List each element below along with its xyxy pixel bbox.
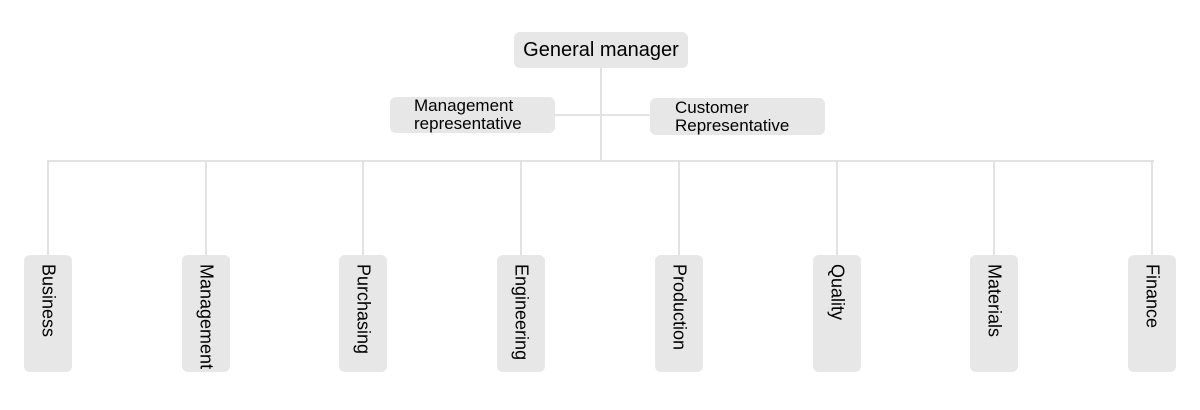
node-customer-representative[interactable]: Customer Representative	[650, 98, 825, 135]
node-label: Finance	[1142, 264, 1163, 329]
node-label: Engineering	[511, 264, 532, 361]
node-department-materials[interactable]: Materials	[970, 255, 1018, 372]
node-label: Materials	[984, 264, 1005, 338]
node-department-purchasing[interactable]: Purchasing	[339, 255, 387, 372]
connector-drop-finance	[1151, 160, 1153, 255]
node-department-finance[interactable]: Finance	[1128, 255, 1176, 372]
node-department-production[interactable]: Production	[655, 255, 703, 372]
node-department-quality[interactable]: Quality	[813, 255, 861, 372]
node-label: General manager	[523, 38, 679, 61]
node-label: Production	[669, 264, 690, 351]
connector-drop-materials	[993, 160, 995, 255]
connector-representatives	[555, 114, 650, 116]
node-label: Customer Representative	[675, 97, 790, 135]
node-department-engineering[interactable]: Engineering	[497, 255, 545, 372]
connector-drop-purchasing	[362, 160, 364, 255]
node-label: Quality	[827, 264, 848, 321]
node-label: Business	[38, 264, 59, 338]
node-label: Purchasing	[353, 264, 374, 355]
connector-main-horizontal	[47, 160, 1154, 162]
node-department-business[interactable]: Business	[24, 255, 72, 372]
connector-drop-engineering	[520, 160, 522, 255]
node-label: Management	[196, 264, 217, 370]
connector-drop-quality	[836, 160, 838, 255]
connector-drop-business	[47, 160, 49, 255]
node-department-management[interactable]: Management	[182, 255, 230, 372]
connector-drop-production	[678, 160, 680, 255]
node-label: Management representative	[414, 96, 522, 133]
node-general-manager[interactable]: General manager	[514, 32, 688, 68]
node-management-representative[interactable]: Management representative	[390, 97, 555, 133]
connector-drop-management	[205, 160, 207, 255]
